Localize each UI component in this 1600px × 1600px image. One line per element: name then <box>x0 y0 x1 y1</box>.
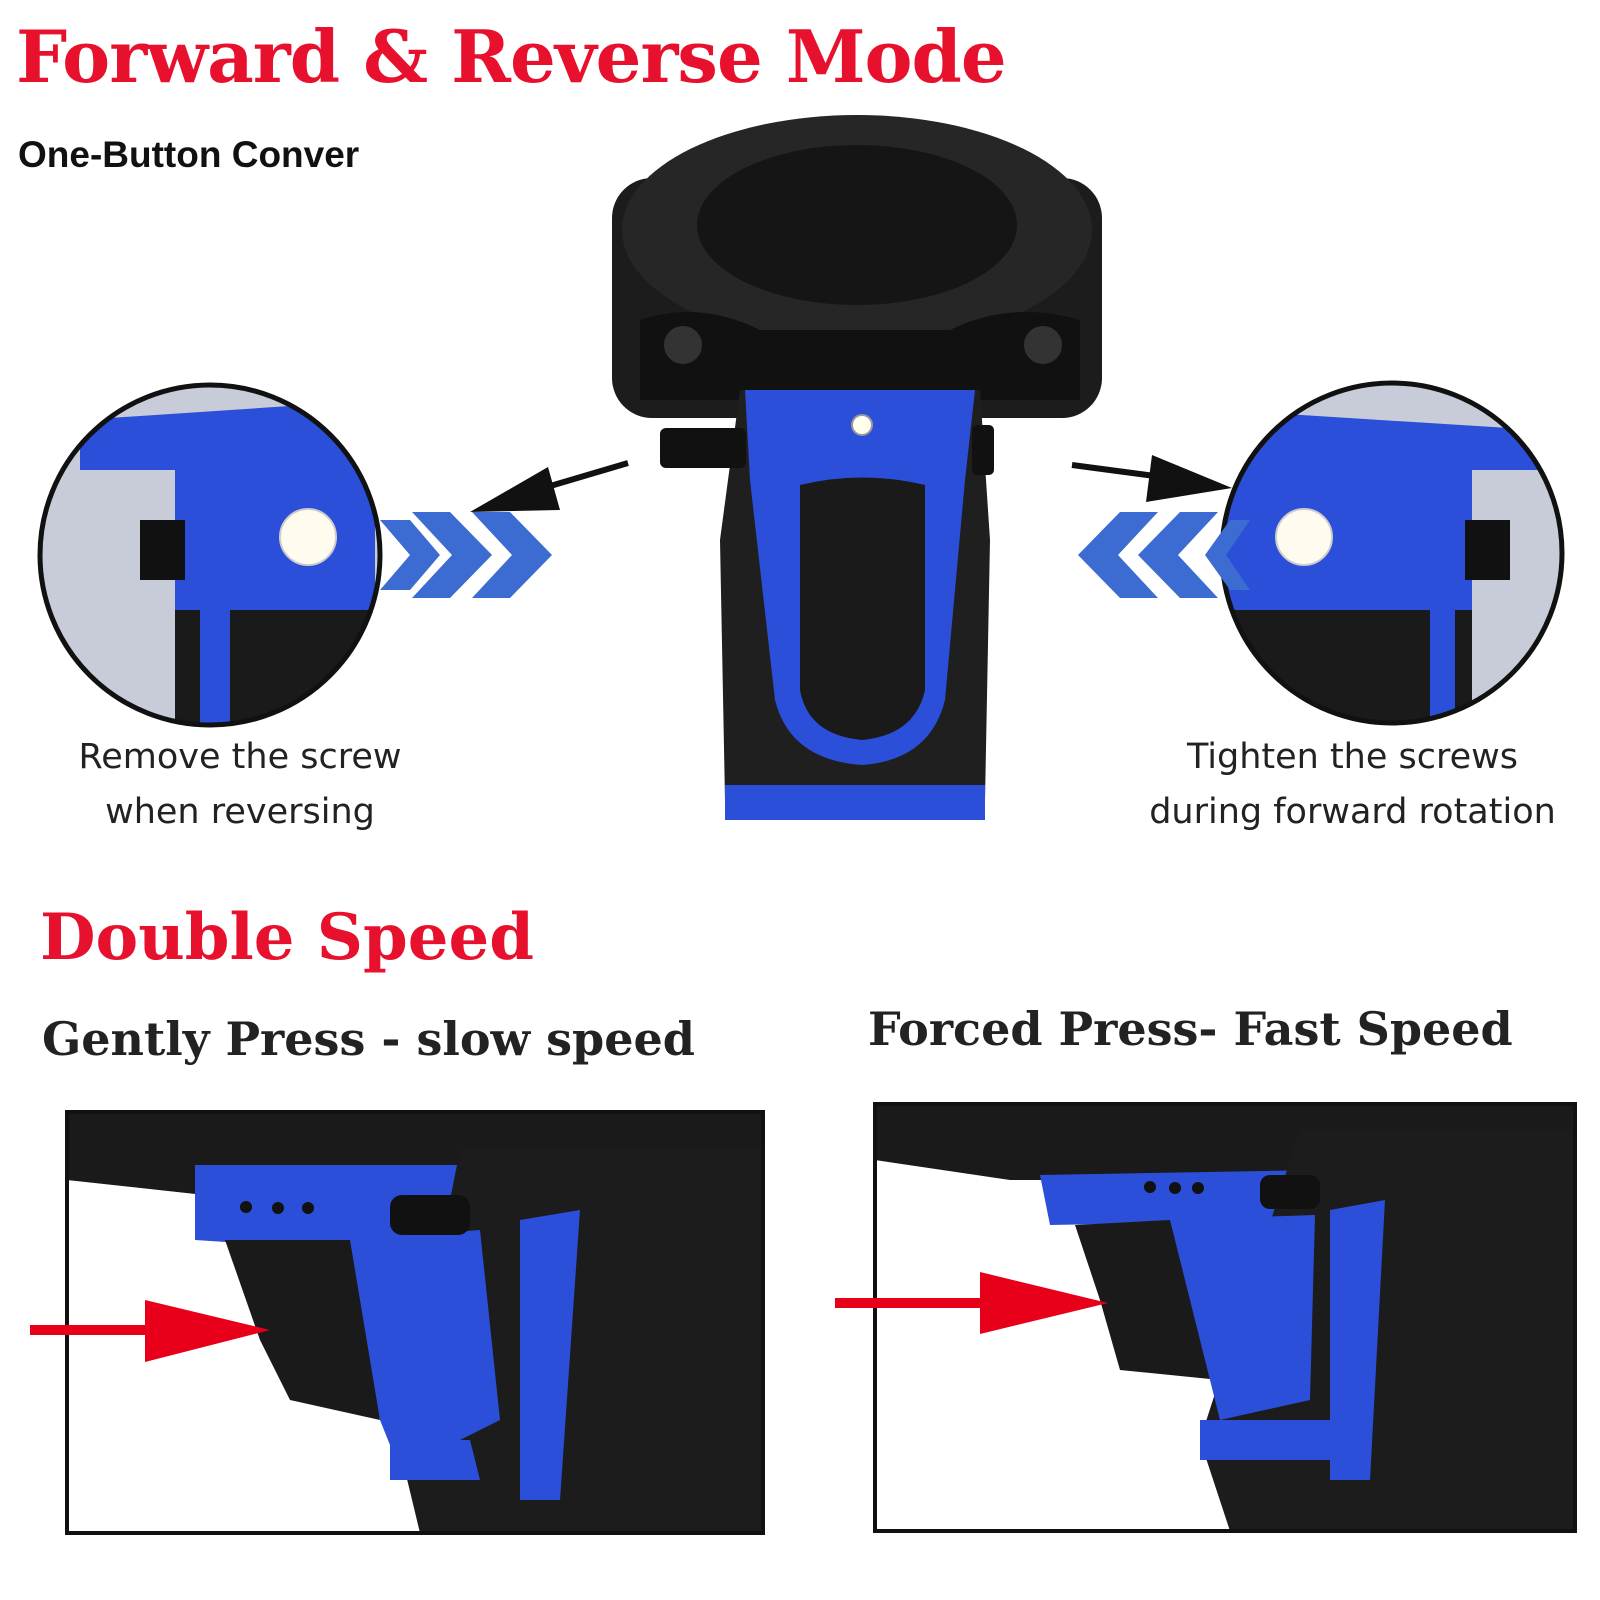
slow-speed-label: Gently Press - slow speed <box>42 1012 695 1066</box>
right-zoom-circle <box>1219 380 1565 726</box>
forward-caption-line-1: Tighten the screws <box>1186 737 1519 777</box>
forward-caption-line-2: during forward rotation <box>1149 792 1556 832</box>
center-drill-image <box>612 115 1102 820</box>
chevrons-right-icon <box>380 512 552 598</box>
red-arrow-fast-icon <box>835 1272 1108 1334</box>
black-arrow-left-icon <box>470 460 629 512</box>
left-zoom-circle <box>37 382 383 728</box>
double-speed-title: Double Speed <box>40 900 534 975</box>
black-arrow-right-icon <box>1071 455 1232 502</box>
forward-reverse-subtitle: One-Button Conver <box>18 134 360 175</box>
red-arrow-slow-icon <box>30 1300 270 1362</box>
forward-reverse-title: Forward & Reverse Mode <box>16 14 1007 99</box>
fast-speed-label: Forced Press- Fast Speed <box>868 1002 1513 1056</box>
reverse-caption-line-1: Remove the screw <box>78 737 402 777</box>
reverse-caption: Remove the screw when reversing <box>40 730 440 840</box>
chevrons-left-icon <box>1078 512 1250 598</box>
fast-speed-panel-image <box>873 1102 1577 1533</box>
forward-caption: Tighten the screws during forward rotati… <box>1130 730 1575 840</box>
reverse-caption-line-2: when reversing <box>105 792 375 832</box>
